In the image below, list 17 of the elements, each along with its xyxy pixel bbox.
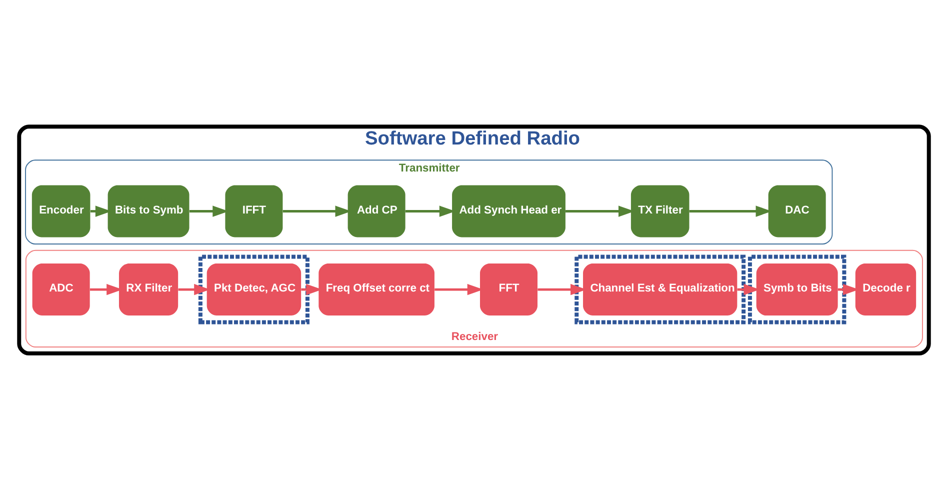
node-box: IFFT [225, 184, 283, 237]
node-box: DAC [768, 184, 826, 237]
node-box: Freq Offset corre ct [318, 263, 434, 315]
arrow [405, 205, 456, 216]
node-box: Bits to Symb [108, 184, 190, 237]
node-box: Encoder [32, 184, 90, 237]
node-box: RX Filter [118, 263, 178, 315]
node-box: Channel Est & Equalization [583, 263, 738, 315]
node-box: Add CP [348, 184, 406, 237]
node-box: TX Filter [630, 184, 690, 237]
cluster [748, 254, 846, 324]
node-box: Pkt Detec, AGC [206, 263, 302, 315]
node-box: FFT [480, 263, 538, 315]
node-box: Symb to Bits [756, 263, 838, 315]
node-box: Decode r [855, 263, 916, 315]
node-box: Add Synch Head er [452, 184, 566, 237]
node-box: ADC [32, 263, 90, 315]
